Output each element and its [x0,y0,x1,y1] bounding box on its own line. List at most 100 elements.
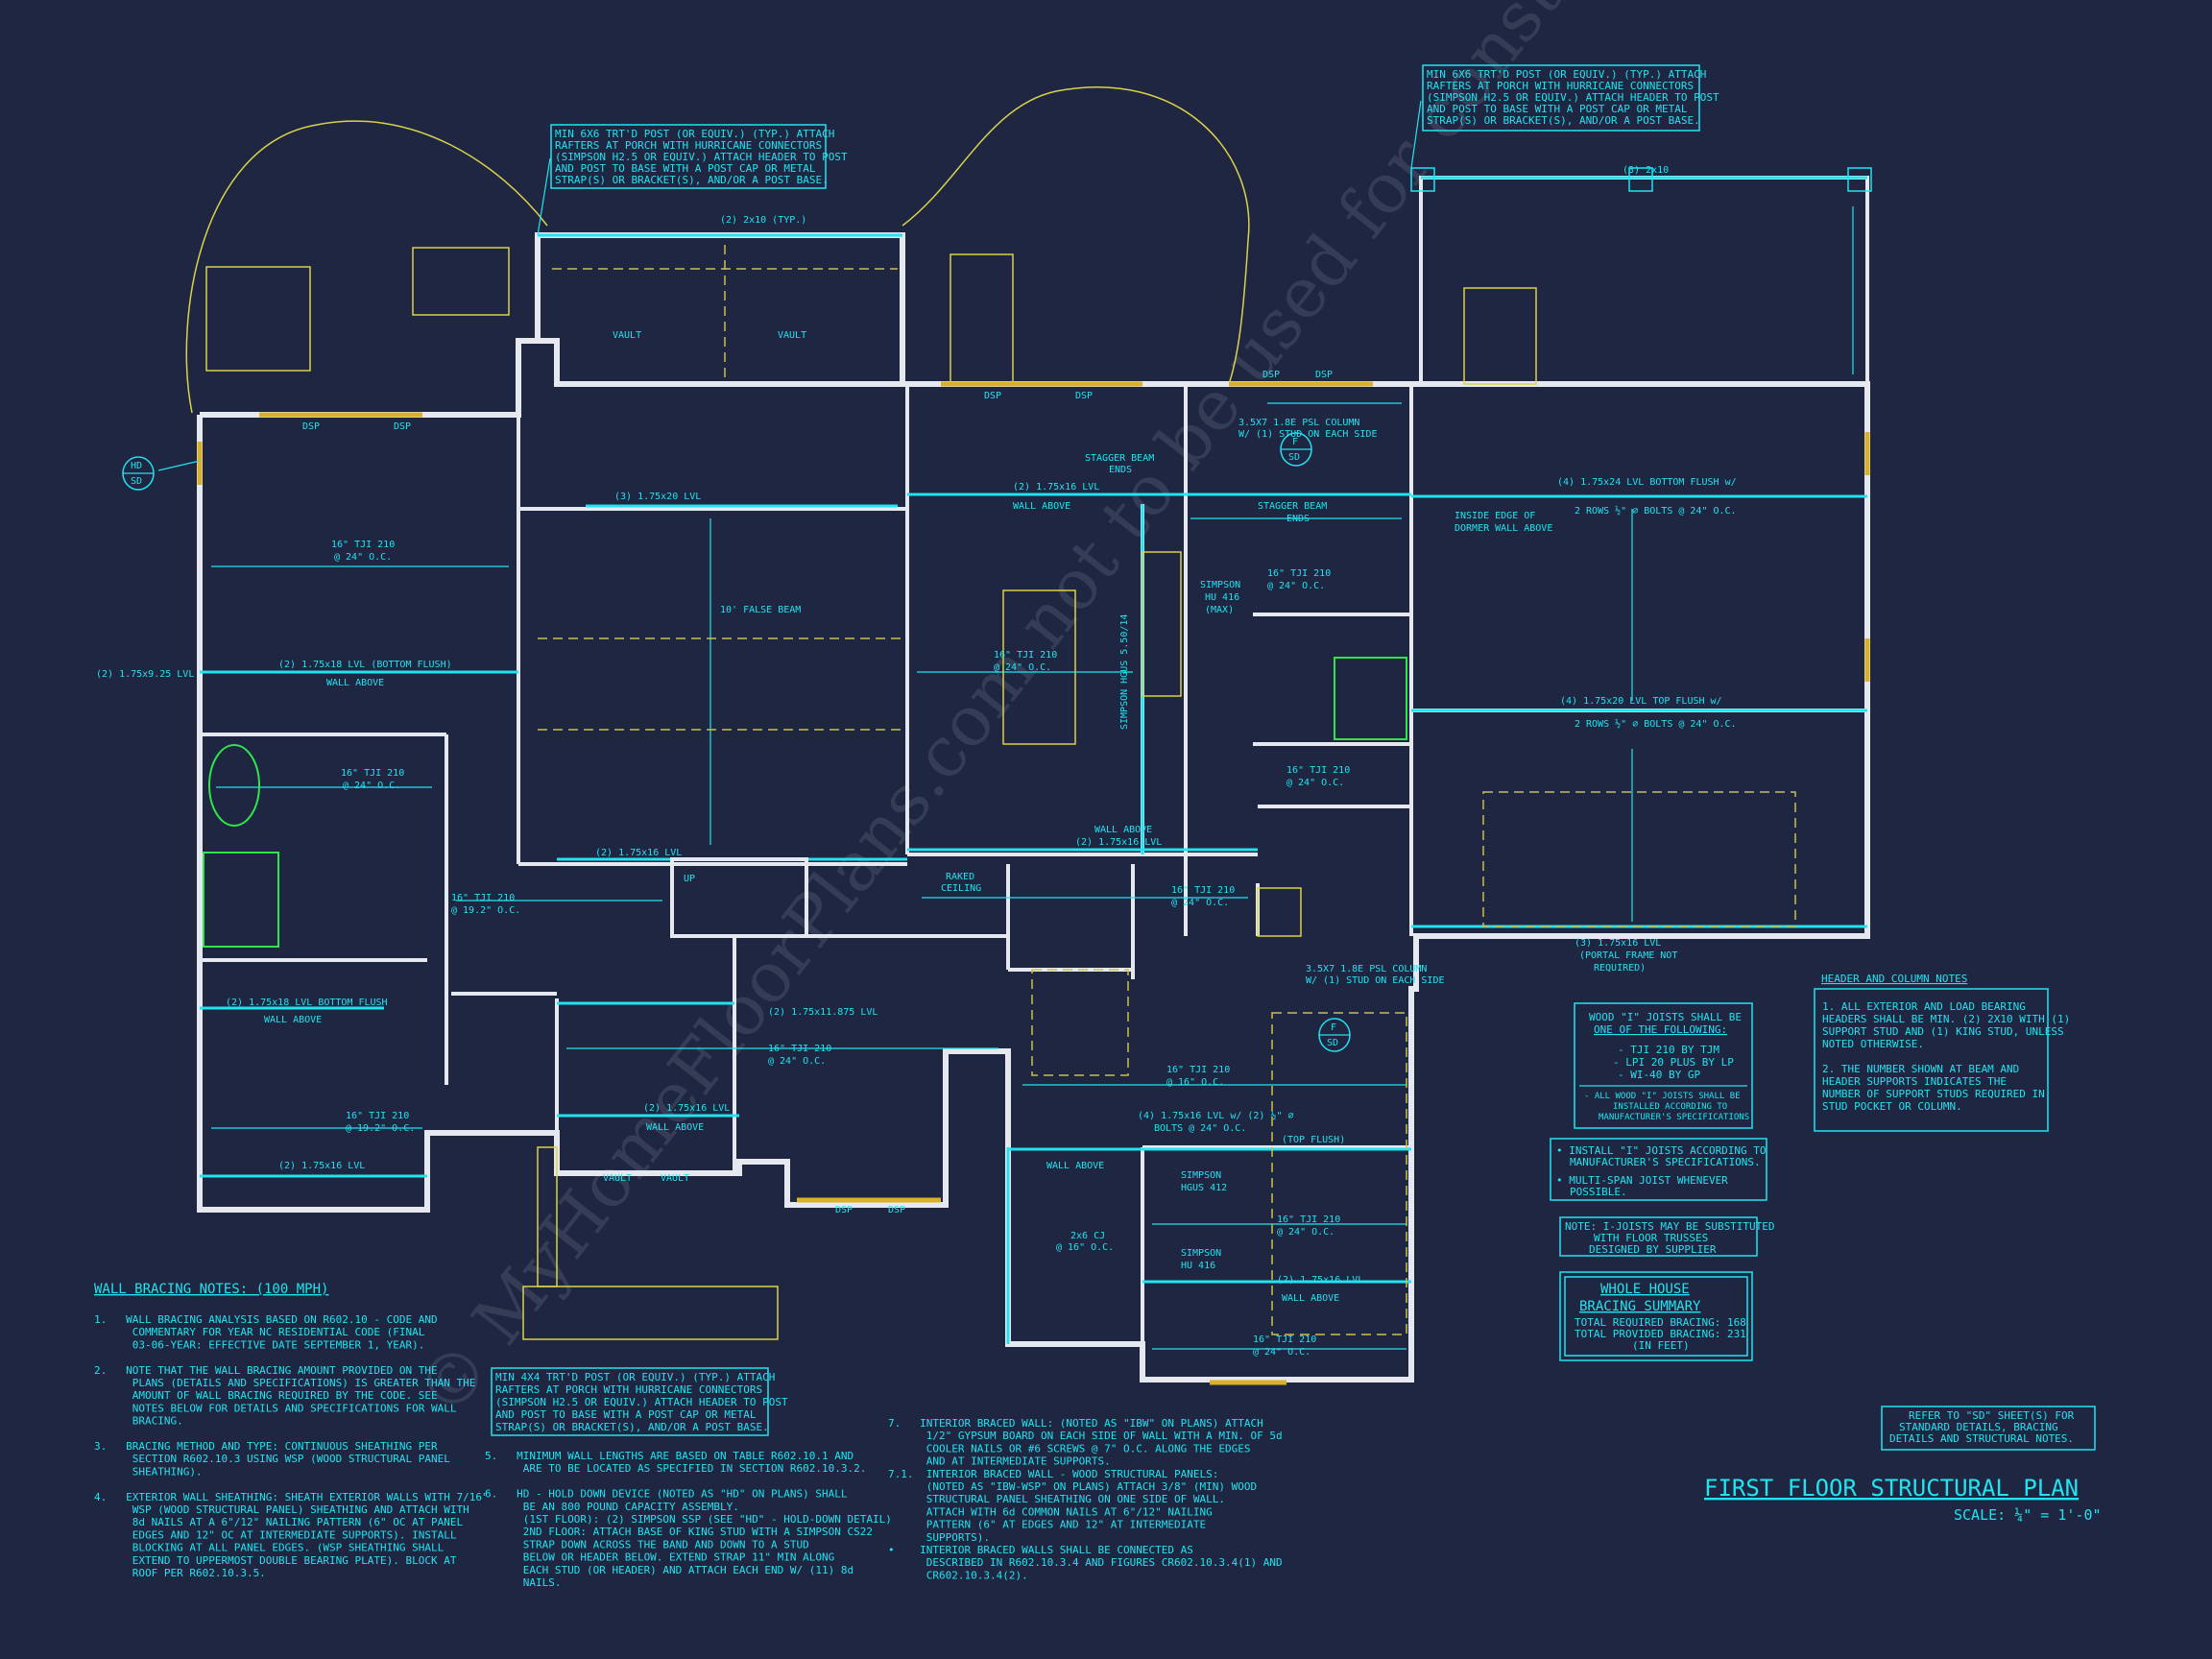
label-beam-2x16-e: (2) 1.75x16 LVL [1277,1275,1363,1286]
label-psl-2: 3.5X7 1.8E PSL COLUMN [1306,964,1427,974]
label-vault-4: VAULT [661,1173,689,1184]
dashed-lines [538,245,1796,1335]
label-beam-4x20: (4) 1.75x20 LVL TOP FLUSH w/ [1560,696,1722,707]
label-top-flush: (TOP FLUSH) [1282,1135,1345,1145]
wall-bracing-line: ATTACH WITH 6d COMMON NAILS AT 6"/12" NA… [888,1505,1213,1518]
label-joist-6: 16" TJI 210 [768,1044,831,1054]
bracing-summary: WHOLE HOUSE BRACING SUMMARY TOTAL REQUIR… [1559,1271,1753,1361]
wall-bracing-line: DESCRIBED IN R602.10.3.4 AND FIGURES CR6… [888,1556,1283,1569]
label-joist-3: 16" TJI 210 [346,1111,409,1121]
section-callout-2: F SD [1318,1018,1351,1052]
bracing-required: TOTAL REQUIRED BRACING: 168 [1575,1316,1746,1329]
joist-note-line: WOOD "I" JOISTS SHALL BE [1589,1011,1742,1023]
label-wall-above-7: WALL ABOVE [1282,1293,1339,1304]
post-note-left-line: AND POST TO BASE WITH A POST CAP OR META… [555,162,816,175]
label-joist-12-oc: @ 24" O.C. [1171,898,1229,908]
joist-note-line: - LPI 20 PLUS BY LP [1613,1056,1734,1069]
label-joist-9-oc: @ 24" O.C. [1253,1347,1310,1358]
label-stagger-1b: ENDS [1109,465,1132,475]
label-top-header: (2) 2x10 (TYP.) [720,215,806,226]
stairs [412,247,1537,938]
label-beam-3x20: (3) 1.75x20 LVL [614,492,701,502]
label-dsp-8: DSP [888,1205,905,1215]
label-simpson-3: SIMPSON [1181,1248,1221,1259]
post-note-bottom-line: RAFTERS AT PORCH WITH HURRICANE CONNECTO… [495,1383,762,1396]
truss-note: NOTE: I-JOISTS MAY BE SUBSTITUTED WITH F… [1559,1216,1775,1257]
header-notes-title: HEADER AND COLUMN NOTES [1821,973,1967,985]
label-beam-bottom-flush: (2) 1.75x18 LVL BOTTOM FLUSH [226,998,388,1008]
wall-bracing-line: (NOTED AS "IBW-WSP" ON PLANS) ATTACH 3/8… [888,1480,1257,1493]
post-note-bottom-line: (SIMPSON H2.5 OR EQUIV.) ATTACH HEADER T… [495,1396,788,1408]
wall-bracing-line: STRUCTURAL PANEL SHEATHING ON ONE SIDE O… [888,1493,1225,1505]
label-dormer-1: INSIDE EDGE OF [1455,511,1535,521]
install-note-line: MANUFACTURER'S SPECIFICATIONS. [1570,1156,1761,1168]
label-joist-11-oc: @ 24" O.C. [1286,778,1344,788]
refer-note: REFER TO "SD" SHEET(S) FOR STANDARD DETA… [1881,1406,2096,1451]
wall-bracing-line: 4. EXTERIOR WALL SHEATHING: SHEATH EXTER… [94,1491,489,1503]
label-bolts-1: 2 ROWS ½" ⌀ BOLTS @ 24" O.C. [1575,505,1737,517]
wall-bracing-line: COMMENTARY FOR YEAR NC RESIDENTIAL CODE … [94,1326,425,1338]
post-note-left-line: STRAP(S) OR BRACKET(S), AND/OR A POST BA… [555,174,829,186]
label-beam-11875: (2) 1.75x11.875 LVL [768,1007,878,1018]
label-bolts-3: BOLTS @ 24" O.C. [1154,1123,1246,1134]
bracing-units: (IN FEET) [1632,1339,1690,1352]
section-callout-1: F SD [1280,432,1312,467]
label-wall-above-1: WALL ABOVE [1013,501,1070,512]
wall-bracing-line: 5. MINIMUM WALL LENGTHS ARE BASED ON TAB… [485,1450,854,1462]
wall-bracing-col-1: 1. WALL BRACING ANALYSIS BASED ON R602.1… [94,1313,489,1579]
label-beam-3x16: (3) 1.75x16 LVL [1575,938,1661,949]
wall-bracing-line: 7.1. INTERIOR BRACED WALL - WOOD STRUCTU… [888,1468,1218,1480]
label-joist-5-oc: @ 24" O.C. [994,662,1051,673]
wall-bracing-line: COOLER NAILS OR #6 SCREWS @ 7" O.C. ALON… [888,1442,1251,1455]
truss-note-line: WITH FLOOR TRUSSES [1594,1232,1708,1244]
post-note-left-line: MIN 6X6 TRT'D POST (OR EQUIV.) (TYP.) AT… [555,128,834,140]
wall-bracing-line: (1ST FLOOR): (2) SIMPSON SSP (SEE "HD" -… [485,1513,892,1526]
post-note-bottom-line: MIN 4X4 TRT'D POST (OR EQUIV.) (TYP.) AT… [495,1371,775,1383]
wall-bracing-line: EDGES AND 12" OC AT INTERMEDIATE SUPPORT… [94,1528,457,1541]
install-notes: • INSTALL "I" JOISTS ACCORDING TO MANUFA… [1550,1138,1767,1201]
post-note-right-line: RAFTERS AT PORCH WITH HURRICANE CONNECTO… [1427,80,1694,92]
install-note-line: • INSTALL "I" JOISTS ACCORDING TO [1556,1144,1767,1157]
bracing-summary-title: WHOLE HOUSE [1600,1282,1690,1297]
joist-note-line: - WI-40 BY GP [1618,1069,1700,1081]
wall-bracing-line: 3. BRACING METHOD AND TYPE: CONTINUOUS S… [94,1440,438,1453]
wall-bracing-line: STRAP DOWN ACROSS THE BAND AND DOWN TO A… [485,1538,809,1551]
sd-text: SD [131,476,142,487]
wall-bracing-title: WALL BRACING NOTES: (100 MPH) [94,1282,328,1297]
label-dsp-2: DSP [394,421,411,432]
rear-porch-right [1419,176,1869,384]
truss-note-line: DESIGNED BY SUPPLIER [1589,1243,1717,1256]
section-sd-text: SD [1288,452,1300,463]
header-note-line: SUPPORT STUD AND (1) KING STUD, UNLESS [1822,1025,2064,1038]
wall-bracing-line: SUPPORTS). [888,1531,990,1544]
label-psl-1b: W/ (1) STUD ON EACH SIDE [1238,429,1378,440]
label-joist-3-oc: @ 19.2" O.C. [346,1123,415,1134]
joist-note-line: INSTALLED ACCORDING TO [1613,1102,1727,1112]
sheet-scale: SCALE: ¼" = 1'-0" [1954,1506,2102,1524]
label-psl-2b: W/ (1) STUD ON EACH SIDE [1306,975,1445,986]
label-beam-3x20-a: (2) 1.75x16 LVL [1013,482,1099,493]
wall-bracing-line: 03-06-YEAR: EFFECTIVE DATE SEPTEMBER 1, … [94,1338,424,1351]
joist-notes: WOOD "I" JOISTS SHALL BE ONE OF THE FOLL… [1574,1002,1753,1129]
install-note-line: • MULTI-SPAN JOIST WHENEVER [1556,1174,1728,1187]
label-stagger-2: STAGGER BEAM [1258,501,1327,512]
label-joist-4: 16" TJI 210 [451,893,515,903]
wall-bracing-line: 1/2" GYPSUM BOARD ON EACH SIDE OF WALL W… [888,1430,1283,1442]
label-portal: (PORTAL FRAME NOT [1579,950,1677,961]
label-simpson-1c: (MAX) [1205,605,1234,615]
label-simpson-3b: HU 416 [1181,1261,1215,1271]
post-note-left-line: RAFTERS AT PORCH WITH HURRICANE CONNECTO… [555,139,822,152]
label-wall-above-5: WALL ABOVE [264,1015,322,1025]
label-simpson-1: SIMPSON [1200,580,1240,590]
label-joist-7-oc: @ 16" O.C. [1166,1077,1224,1088]
label-joist-8: 16" TJI 210 [1277,1214,1340,1225]
truss-note-line: NOTE: I-JOISTS MAY BE SUBSTITUTED [1565,1220,1775,1233]
label-beam-2x16-b: (2) 1.75x16 LVL [1075,837,1162,848]
wall-bracing-line: BELOW OR HEADER BELOW. EXTEND STRAP 11" … [485,1551,834,1564]
wall-bracing-line: PLANS (DETAILS AND SPECIFICATIONS) IS GR… [94,1377,475,1389]
porch-posts [1410,167,1872,192]
wall-bracing-line: WSP (WOOD STRUCTURAL PANEL) SHEATHING AN… [94,1503,469,1516]
label-beam-2x925: (2) 1.75x9.25 LVL [96,669,194,680]
label-beam-2x18: (2) 1.75x18 LVL (BOTTOM FLUSH) [278,660,452,670]
label-dsp-7: DSP [835,1205,853,1215]
